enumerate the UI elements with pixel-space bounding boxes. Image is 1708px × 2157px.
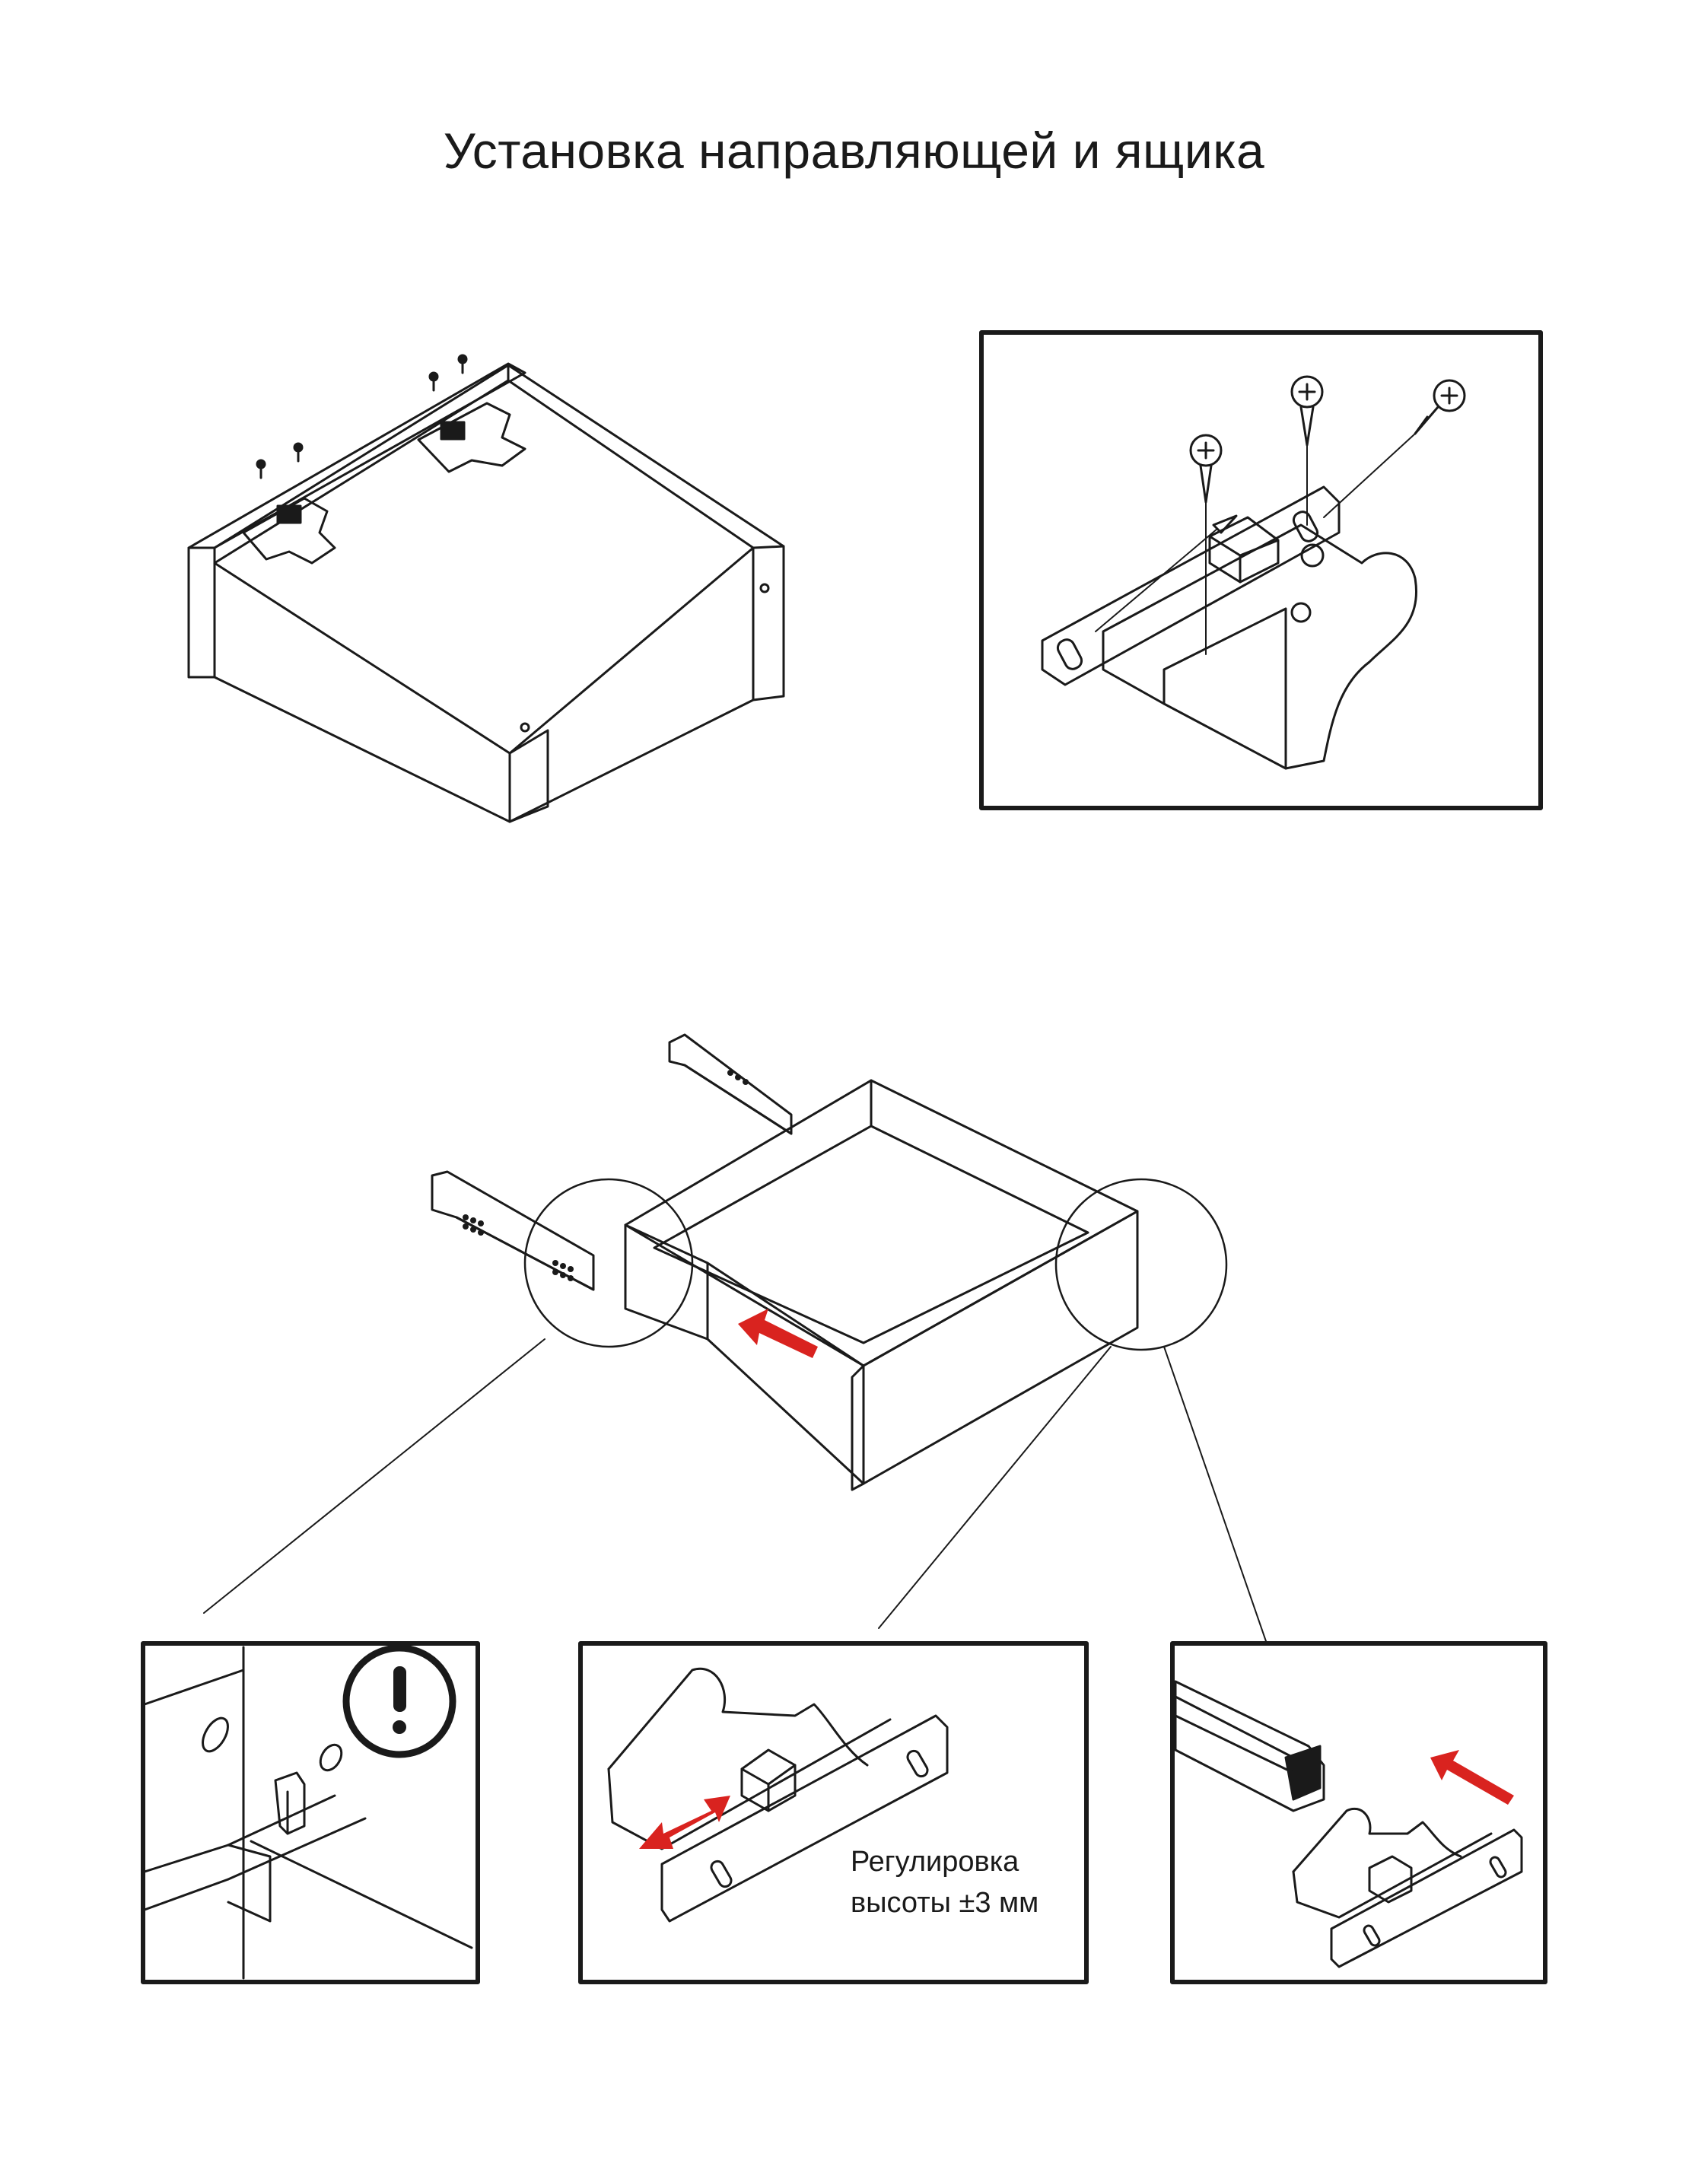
page-title: Установка направляющей и ящика <box>443 122 1265 179</box>
panel-bracket-closeup <box>979 330 1543 810</box>
front-panel-left <box>187 546 216 679</box>
drawer-top <box>624 1079 1139 1367</box>
bracket-left <box>242 497 336 565</box>
bracket-closeup <box>1041 375 1466 770</box>
drawer-right-side <box>862 1210 1139 1485</box>
latch <box>1208 516 1280 584</box>
rail-insert-detail <box>1174 1680 1523 1968</box>
panel-height-adjust <box>578 1641 1089 1984</box>
height-adjust-detail <box>607 1667 949 1923</box>
drawer-with-rails <box>203 1033 1267 1644</box>
caption-line-2: высоты ±3 мм <box>851 1887 1039 1919</box>
panel-lock-warning <box>141 1641 480 1984</box>
lock-detail <box>143 1646 473 1980</box>
rail-end <box>1174 1680 1325 1812</box>
latch <box>1368 1855 1413 1904</box>
warning-icon <box>342 1644 456 1758</box>
callout-circle-right <box>1054 1178 1228 1351</box>
bracket-right <box>417 402 526 473</box>
panel-rail-insert <box>1170 1641 1547 1984</box>
height-adjust-caption: Регулировка высоты ±3 мм <box>851 1841 1038 1923</box>
callout-circle-left <box>523 1178 694 1348</box>
latch <box>740 1748 797 1812</box>
arrow-icon <box>1430 1750 1514 1805</box>
arrow-icon <box>639 1796 730 1849</box>
caption-line-1: Регулировка <box>851 1846 1019 1878</box>
rail-back <box>668 1033 793 1135</box>
rail-plate <box>660 1714 949 1923</box>
arrow-icon <box>738 1309 818 1358</box>
latch-tab <box>274 1771 306 1835</box>
bracket-body <box>1102 523 1417 770</box>
rail-plate <box>1330 1828 1523 1968</box>
screw-icon <box>256 354 468 479</box>
screw-icon <box>1095 375 1466 655</box>
drawer-box-isometric <box>187 354 785 823</box>
